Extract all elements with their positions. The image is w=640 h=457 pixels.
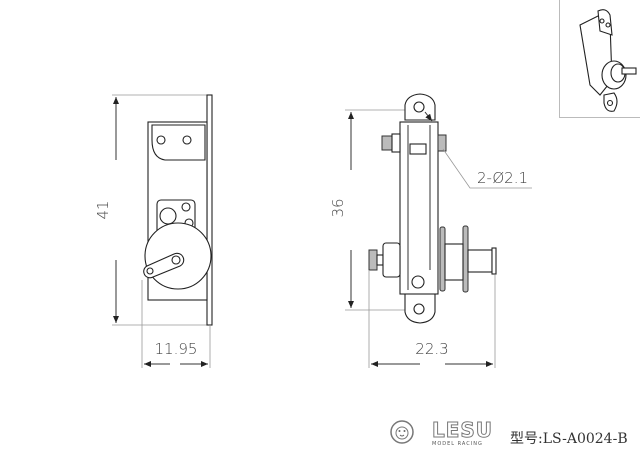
nut-right	[437, 134, 447, 152]
dim-height-label: 41	[94, 200, 112, 219]
pulley-flange-right	[462, 225, 469, 293]
body-hole	[411, 275, 425, 289]
nut-left	[381, 135, 393, 151]
left-view: 41 11.95	[94, 94, 213, 368]
callout-leader	[442, 148, 532, 189]
dim-height-label: 36	[329, 198, 347, 217]
bottom-hole	[413, 303, 425, 315]
knob-shaft	[376, 254, 384, 266]
upper-tab	[151, 124, 206, 161]
right-view: 2-Ø2.1 36 22.3	[329, 93, 532, 368]
isometric-view	[579, 9, 637, 112]
knob-nut	[368, 249, 378, 271]
mount-hole	[182, 135, 192, 145]
slot-hole	[181, 202, 191, 212]
mounting-plate	[206, 94, 213, 326]
iso-hole	[606, 99, 614, 107]
isometric-inset-frame	[559, 0, 640, 118]
brand-subtitle: MODEL RACING	[432, 441, 483, 447]
lever-hole	[171, 255, 181, 265]
lion-logo-icon	[390, 420, 414, 444]
iso-hole	[599, 18, 605, 24]
mount-hole	[156, 135, 166, 145]
slot	[409, 143, 427, 155]
callout-arrow	[424, 111, 433, 122]
iso-lug	[597, 9, 613, 36]
knob-collar	[382, 242, 401, 278]
pulley-hub	[444, 243, 464, 281]
hole-callout-label: 2-Ø2.1	[477, 169, 528, 187]
pulley-flange-left	[439, 226, 446, 292]
brand-logo: LESU	[431, 418, 494, 443]
washer-left	[391, 133, 401, 153]
dim-width-label: 11.95	[155, 340, 198, 358]
top-hole	[413, 101, 425, 113]
output-shaft	[467, 249, 493, 273]
model-number: 型号:LS-A0024-B	[510, 431, 628, 447]
pin	[159, 207, 177, 225]
iso-hole	[605, 22, 611, 28]
lever-hole	[146, 267, 154, 275]
shaft-end	[491, 247, 497, 275]
dim-width-label: 22.3	[415, 340, 448, 358]
iso-shaft	[621, 67, 637, 75]
